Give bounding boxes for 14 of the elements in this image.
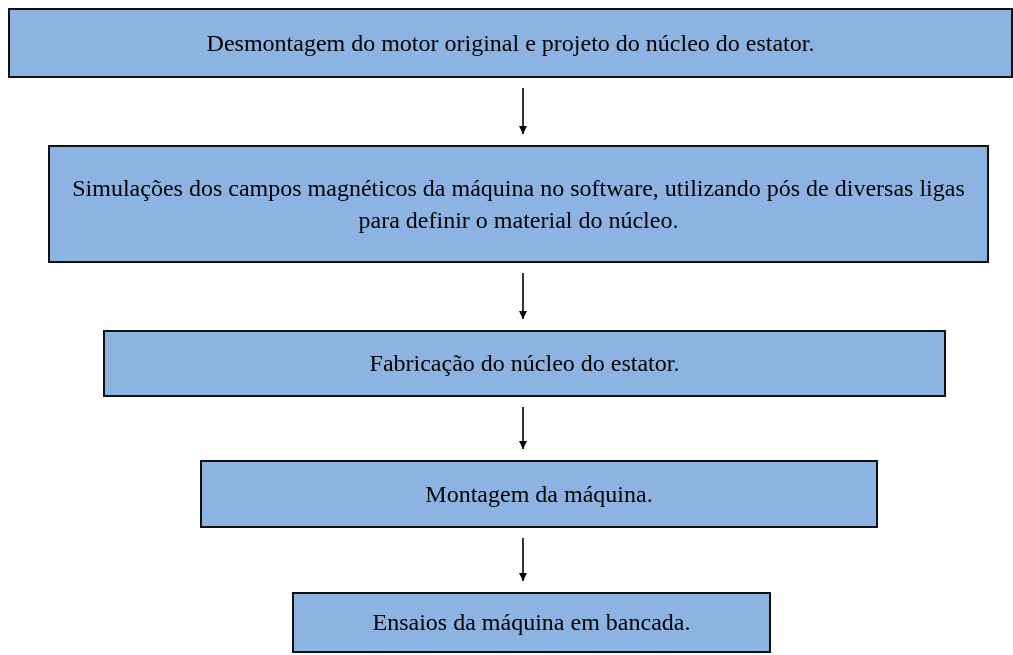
- step-text: Simulações dos campos magnéticos da máquina no software, utilizando pós de diversas ligas para definir o material do núcleo.: [71, 173, 966, 235]
- process-box: [103, 330, 946, 397]
- arrow: [519, 87, 527, 135]
- step-text: Ensaios da máquina em bancada.: [372, 608, 691, 638]
- step-text: Fabricação do núcleo do estator.: [369, 349, 680, 379]
- process-box: [292, 592, 771, 653]
- arrow: [519, 406, 527, 450]
- process-box: [48, 145, 989, 263]
- step-text: Desmontagem do motor original e projeto do núcleo do estator.: [206, 28, 815, 58]
- step-text: Montagem da máquina.: [425, 479, 653, 509]
- process-box: [8, 8, 1013, 78]
- arrow: [519, 272, 527, 320]
- process-box: [200, 460, 878, 528]
- arrow: [519, 537, 527, 582]
